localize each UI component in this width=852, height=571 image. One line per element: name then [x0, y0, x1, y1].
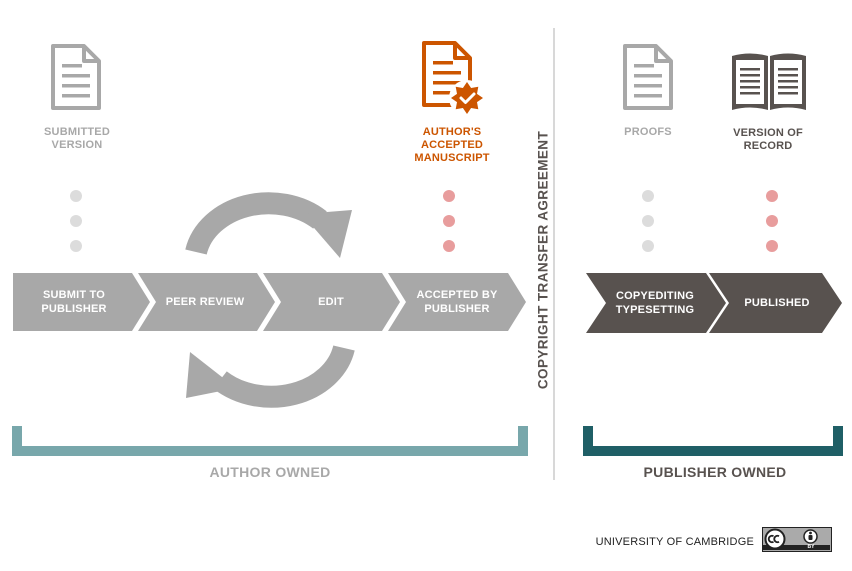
chevron-submit-to-publisher [13, 273, 150, 331]
institution-name: UNIVERSITY OF CAMBRIDGE [595, 536, 754, 548]
copyright-divider-line [553, 28, 555, 480]
published-stage-label: PUBLISHED [744, 297, 810, 309]
chevron-peer-review [138, 273, 275, 331]
authors-accepted-manuscript-certified-icon [422, 41, 485, 116]
version-of-record-open-book-icon [732, 53, 806, 110]
connector-dot [766, 240, 778, 252]
attribution-person-icon [803, 529, 818, 544]
peer-review-stage-label: PEER REVIEW [165, 296, 245, 308]
review-cycle-top-arrow-icon [185, 192, 352, 258]
connector-dot [766, 215, 778, 227]
accepted-by-publisher-stage-label: ACCEPTED BY PUBLISHER [416, 289, 498, 315]
connector-dot [443, 240, 455, 252]
connector-dot [70, 240, 82, 252]
proofs-document-icon [623, 44, 673, 110]
version-of-record-label: VERSION OF RECORD [733, 127, 803, 152]
connector-dot [642, 190, 654, 202]
cc-by-license-badge: BY [762, 527, 832, 552]
copyright-transfer-agreement-label: COPYRIGHT TRANSFER AGREEMENT [535, 130, 551, 390]
chevron-edit [263, 273, 400, 331]
creative-commons-icon [764, 528, 786, 550]
author-process-chevrons [13, 273, 526, 331]
submitted-version-document-icon [51, 44, 101, 110]
cc-by-license-badge-dark-strip [763, 545, 830, 550]
proofs-label: PROOFS [624, 126, 672, 138]
copyediting-typesetting-stage-label: COPYEDITING TYPESETTING [615, 290, 695, 316]
connector-dot [70, 215, 82, 227]
author-owned-bracket [12, 426, 528, 456]
submit-to-publisher-stage-label: SUBMIT TO PUBLISHER [41, 289, 107, 315]
publisher-process-chevrons [586, 273, 842, 333]
connector-dot [443, 215, 455, 227]
connector-dot [443, 190, 455, 202]
review-cycle-bottom-arrow-icon [186, 344, 355, 408]
publisher-owned-bracket [583, 426, 843, 456]
cc-by-label: BY [807, 544, 815, 550]
chevron-accepted-by-publisher [388, 273, 526, 331]
chevron-published [709, 273, 842, 333]
edit-stage-label: EDIT [318, 296, 344, 308]
connector-dot [642, 240, 654, 252]
connector-dot [766, 190, 778, 202]
connector-dot [642, 215, 654, 227]
connector-dot [70, 190, 82, 202]
chevron-copyediting-typesetting [586, 273, 726, 333]
publisher-owned-label: PUBLISHER OWNED [643, 464, 787, 480]
authors-accepted-manuscript-label: AUTHOR'S ACCEPTED MANUSCRIPT [414, 126, 490, 164]
author-owned-label: AUTHOR OWNED [209, 464, 331, 480]
submitted-version-label: SUBMITTED VERSION [44, 126, 110, 151]
